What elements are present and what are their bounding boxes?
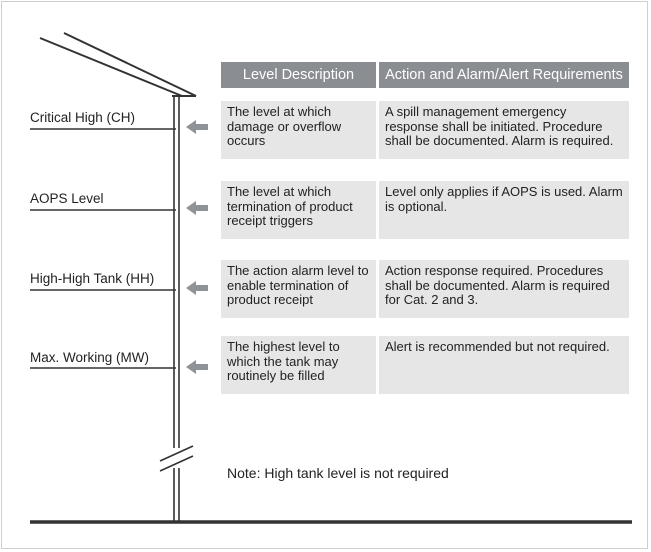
arrow-icon-hh (186, 281, 208, 295)
break-mark-lower (159, 455, 194, 472)
level-label-mw: Max. Working (MW) (30, 350, 150, 365)
requirements-cell-aops: Level only applies if AOPS is used. Alar… (379, 181, 629, 239)
note-text: Note: High tank level is not required (227, 465, 449, 481)
break-mark-upper (159, 445, 194, 462)
arrow-icon-aops (186, 201, 208, 215)
arrow-icon-ch (186, 120, 208, 134)
level-label-hh: High-High Tank (HH) (30, 271, 155, 286)
roof-line-outer (39, 37, 183, 97)
requirements-cell-mw: Alert is recommended but not required. (379, 336, 629, 394)
description-cell-mw: The highest level to which the tank may … (221, 336, 376, 394)
header-level-description: Level Description (221, 62, 376, 88)
description-cell-hh: The action alarm level to enable termina… (221, 260, 376, 318)
requirements-cell-ch: A spill management emergency response sh… (379, 101, 629, 159)
level-label-aops: AOPS Level (30, 191, 104, 206)
arrow-icon-mw (186, 360, 208, 374)
description-cell-aops: The level at which termination of produc… (221, 181, 376, 239)
header-action-requirements: Action and Alarm/Alert Requirements (379, 62, 629, 88)
roof-line-inner (63, 32, 197, 97)
requirements-cell-hh: Action response required. Procedures sha… (379, 260, 629, 318)
description-cell-ch: The level at which damage or overflow oc… (221, 101, 376, 159)
level-label-ch: Critical High (CH) (30, 110, 136, 125)
